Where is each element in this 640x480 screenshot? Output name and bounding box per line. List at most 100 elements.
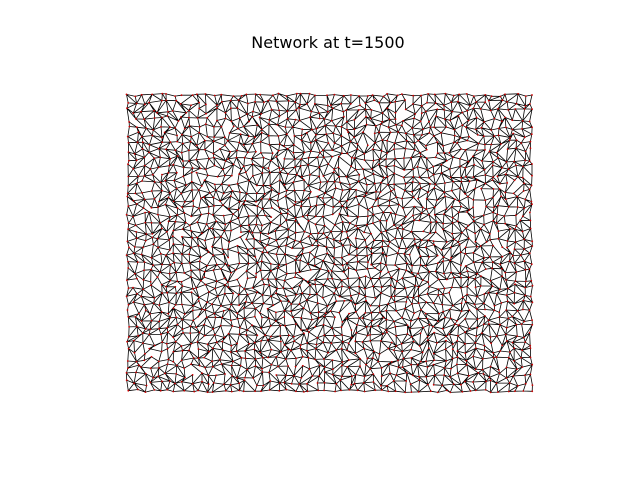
network-node <box>127 260 129 263</box>
network-node <box>473 163 476 166</box>
network-node <box>195 326 198 329</box>
network-node <box>340 389 342 392</box>
network-node <box>306 342 309 344</box>
network-node <box>428 213 430 216</box>
network-node <box>300 205 303 208</box>
network-node <box>523 336 525 339</box>
network-node <box>285 244 287 247</box>
network-node <box>165 93 167 95</box>
network-node <box>364 312 367 314</box>
network-node <box>412 103 414 105</box>
network-node <box>489 391 492 394</box>
network-node <box>523 207 526 210</box>
network-node <box>400 124 403 127</box>
network-node <box>308 92 311 95</box>
network-node <box>285 263 288 266</box>
network-node <box>382 333 384 335</box>
network-node <box>492 188 495 190</box>
network-node <box>450 101 453 104</box>
network-node <box>529 373 532 376</box>
network-node <box>145 384 148 387</box>
network-node <box>410 320 412 322</box>
network-node <box>366 144 369 147</box>
network-node <box>300 317 302 319</box>
network-node <box>212 214 214 216</box>
network-node <box>513 262 516 265</box>
network-node <box>480 187 483 190</box>
network-node <box>224 284 227 286</box>
network-node <box>418 219 421 222</box>
network-node <box>374 141 376 144</box>
network-node <box>385 220 388 222</box>
network-node <box>458 243 461 246</box>
network-node <box>141 332 144 335</box>
network-node <box>520 323 523 325</box>
network-node <box>389 372 391 375</box>
network-node <box>528 160 531 163</box>
network-node <box>346 128 348 131</box>
network-node <box>216 107 218 109</box>
network-node <box>468 327 471 330</box>
network-node <box>442 272 445 275</box>
network-node <box>372 285 375 288</box>
network-node <box>371 206 374 208</box>
network-node <box>432 165 435 168</box>
network-node <box>529 211 531 214</box>
network-node <box>379 262 382 264</box>
network-node <box>487 99 490 102</box>
network-node <box>497 391 499 393</box>
network-node <box>351 375 353 378</box>
network-node <box>406 333 409 335</box>
network-node <box>482 135 485 138</box>
network-node <box>303 332 305 335</box>
network-node <box>156 111 159 114</box>
network-node <box>418 176 421 179</box>
network-node <box>468 276 470 279</box>
network-node <box>420 239 423 242</box>
network-node <box>259 231 262 234</box>
network-node <box>472 155 474 158</box>
network-node <box>216 295 219 298</box>
network-node <box>421 279 424 281</box>
network-node <box>252 377 255 379</box>
network-node <box>380 286 383 288</box>
network-node <box>235 156 238 159</box>
network-node <box>246 151 249 154</box>
network-node <box>489 336 492 338</box>
network-node <box>515 102 518 105</box>
network-node <box>469 104 471 107</box>
network-node <box>176 214 179 216</box>
network-node <box>460 180 463 183</box>
network-node <box>299 165 302 167</box>
network-node <box>203 270 206 273</box>
network-node <box>128 125 131 128</box>
network-node <box>213 333 216 336</box>
network-node <box>151 173 154 176</box>
network-node <box>363 375 366 378</box>
network-node <box>207 383 210 386</box>
network-node <box>232 125 235 128</box>
network-node <box>508 139 511 142</box>
network-node <box>287 173 289 175</box>
network-node <box>140 295 143 298</box>
network-node <box>513 347 516 350</box>
network-node <box>371 357 374 359</box>
network-node <box>387 347 390 350</box>
network-node <box>331 213 334 216</box>
network-node <box>436 141 439 144</box>
network-node <box>307 163 309 166</box>
network-node <box>148 211 151 213</box>
network-node <box>421 134 423 136</box>
network-node <box>481 261 483 264</box>
network-node <box>497 204 499 207</box>
network-node <box>491 261 494 263</box>
network-node <box>466 293 468 296</box>
network-node <box>213 312 216 315</box>
network-node <box>472 95 475 97</box>
network-node <box>350 336 353 339</box>
network-node <box>329 310 332 312</box>
network-node <box>442 260 444 262</box>
network-node <box>388 240 391 243</box>
network-node <box>306 103 308 105</box>
network-node <box>333 142 336 145</box>
